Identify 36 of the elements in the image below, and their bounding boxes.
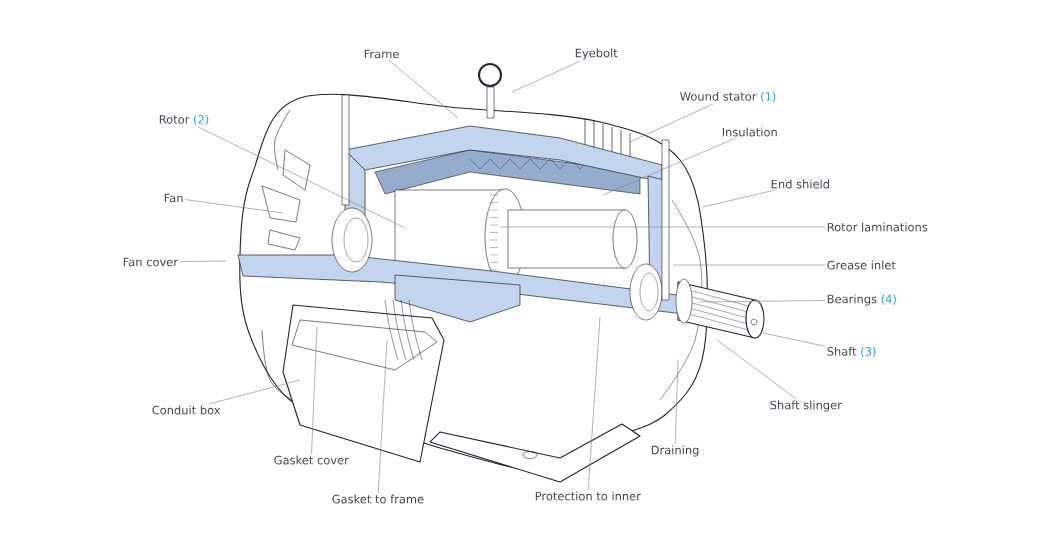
leader-line <box>762 332 826 347</box>
leader-line <box>716 339 797 400</box>
leader-line <box>629 103 714 143</box>
part-label: Protection to inner <box>535 491 641 501</box>
part-label: Fan cover <box>123 257 178 267</box>
leader-line <box>311 326 318 455</box>
leader-line <box>587 316 601 491</box>
part-label: Gasket to frame <box>332 494 424 504</box>
part-label: Shaft (3) <box>827 346 876 358</box>
leader-line <box>672 264 826 266</box>
leader-line <box>179 260 227 262</box>
part-label: Eyebolt <box>575 48 618 60</box>
part-label: Fan <box>164 193 183 203</box>
part-label: Bearings (4) <box>827 294 896 306</box>
leader-line <box>511 60 581 93</box>
leader-line <box>209 379 301 405</box>
part-label: End shield <box>771 179 829 189</box>
leader-line <box>377 339 388 494</box>
part-label: Draining <box>651 445 699 457</box>
leader-line <box>602 137 736 196</box>
part-label: Grease inlet <box>827 260 896 270</box>
part-label: Wound stator (1) <box>680 91 776 103</box>
part-label: Rotor laminations <box>827 222 928 232</box>
leader-line <box>675 359 679 445</box>
part-label: Shaft slinger <box>770 400 842 412</box>
part-label: Gasket cover <box>274 455 349 465</box>
part-label: Rotor (2) <box>159 114 209 126</box>
leader-line <box>388 59 459 119</box>
leader-line <box>702 189 775 208</box>
leader-line <box>197 126 406 229</box>
leader-line <box>699 300 826 303</box>
leader-line <box>184 199 284 214</box>
part-label: Frame <box>364 49 399 59</box>
part-label: Conduit box <box>152 405 221 415</box>
leader-line <box>499 226 826 228</box>
part-label: Insulation <box>722 127 777 137</box>
